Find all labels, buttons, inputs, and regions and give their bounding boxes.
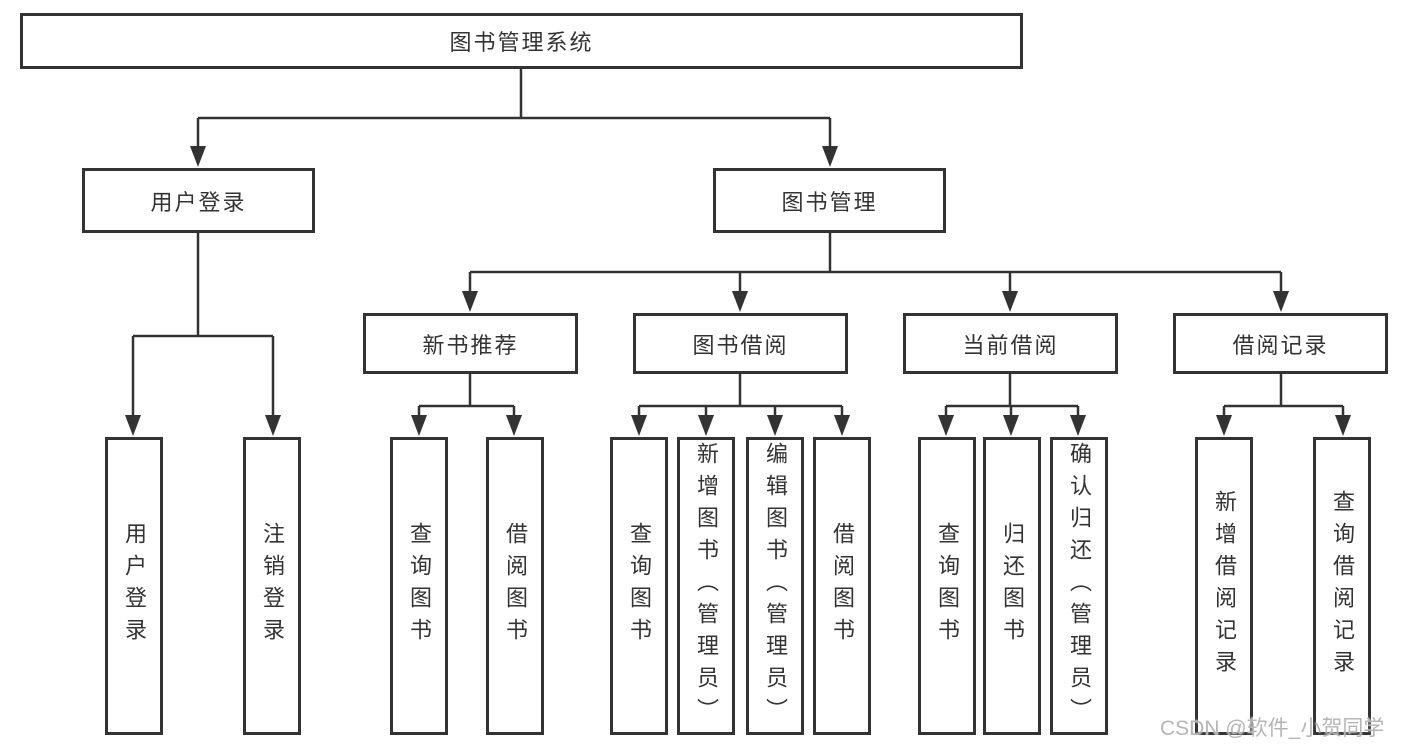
leaf-current-confirm-return-admin-label: 确认归还（管理员） [1067,442,1092,730]
leaf-current-return-books: 归还图书 [983,437,1041,735]
leaf-recommend-query-books-label: 查询图书 [407,522,432,650]
node-new-book-recommend: 新书推荐 [363,313,578,374]
leaf-recommend-borrow-books: 借阅图书 [486,437,544,735]
node-book-borrow: 图书借阅 [633,313,848,374]
leaf-user-login: 用户登录 [105,437,163,735]
node-current-borrow-label: 当前借阅 [962,332,1059,358]
leaf-records-query-borrow-record-label: 查询借阅记录 [1330,490,1355,682]
node-user-login-label: 用户登录 [150,189,247,215]
leaf-borrow-add-books-admin: 新增图书（管理员） [677,437,735,735]
leaf-user-login-label: 用户登录 [122,522,147,650]
leaf-recommend-query-books: 查询图书 [390,437,448,735]
node-borrow-records: 借阅记录 [1173,313,1388,374]
leaf-records-query-borrow-record: 查询借阅记录 [1313,437,1371,735]
leaf-records-add-borrow-record-label: 新增借阅记录 [1212,490,1237,682]
leaf-recommend-borrow-books-label: 借阅图书 [503,522,528,650]
leaf-borrow-edit-books-admin: 编辑图书（管理员） [746,437,804,735]
node-new-book-recommend-label: 新书推荐 [422,332,519,358]
node-current-borrow: 当前借阅 [903,313,1118,374]
leaf-borrow-query-books-label: 查询图书 [627,522,652,650]
leaf-logout-label: 注销登录 [260,522,285,650]
leaf-logout: 注销登录 [243,437,301,735]
watermark-text: CSDN @软件_小贺同学 [1160,717,1385,740]
leaf-current-query-books-label: 查询图书 [935,522,960,650]
node-book-management-label: 图书管理 [781,189,878,215]
leaf-borrow-borrow-books-label: 借阅图书 [830,522,855,650]
leaf-borrow-edit-books-admin-label: 编辑图书（管理员） [763,442,788,730]
leaf-records-add-borrow-record: 新增借阅记录 [1195,437,1253,735]
node-book-borrow-label: 图书借阅 [692,332,789,358]
leaf-borrow-query-books: 查询图书 [610,437,668,735]
node-root-label: 图书管理系统 [449,30,594,55]
leaf-current-confirm-return-admin: 确认归还（管理员） [1050,437,1108,735]
leaf-current-query-books: 查询图书 [918,437,976,735]
leaf-current-return-books-label: 归还图书 [1000,522,1025,650]
leaf-borrow-borrow-books: 借阅图书 [813,437,871,735]
node-book-management: 图书管理 [713,168,946,233]
node-borrow-records-label: 借阅记录 [1232,332,1329,358]
node-root: 图书管理系统 [20,13,1023,69]
leaf-borrow-add-books-admin-label: 新增图书（管理员） [694,442,719,730]
node-user-login: 用户登录 [82,168,315,233]
